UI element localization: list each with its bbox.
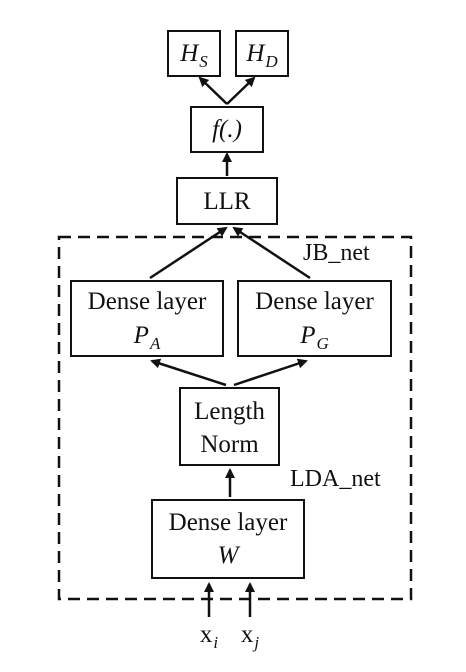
edge-f-to-hd xyxy=(226,76,256,105)
edge-pg-to-llr xyxy=(232,226,311,280)
edge-norm-to-pg xyxy=(233,358,308,387)
node-dense-pg-line2: PG xyxy=(237,322,392,352)
edge-norm-to-pa xyxy=(150,358,227,387)
node-llr-label: LLR xyxy=(203,188,251,215)
node-dense-w-line2: W xyxy=(217,542,239,569)
node-llr xyxy=(176,177,278,225)
node-hd xyxy=(235,30,289,77)
dashed-region-boundary xyxy=(57,235,413,601)
node-dense-pa-main: P xyxy=(133,322,149,349)
node-hs xyxy=(167,30,221,77)
input-xi-sub: i xyxy=(213,633,219,652)
node-length-norm xyxy=(179,387,280,466)
node-hd-label: HD xyxy=(235,40,289,70)
node-length-norm-line1: Length xyxy=(194,398,265,425)
node-dense-w xyxy=(151,499,305,579)
node-dense-pa-line1: Dense layer xyxy=(87,288,207,315)
edge-f-to-hs xyxy=(198,76,228,105)
input-xj-sub: j xyxy=(254,633,260,652)
node-f-label: f(.) xyxy=(212,116,242,143)
node-dense-pg-main: P xyxy=(300,322,316,349)
node-hd-sub: D xyxy=(265,52,278,71)
node-dense-pg-sub: G xyxy=(316,334,329,353)
region-jb-net-label: JB_net xyxy=(303,240,370,266)
node-dense-w-line1: Dense layer xyxy=(168,509,288,536)
node-hs-main: H xyxy=(180,40,199,67)
node-hs-sub: S xyxy=(199,52,208,71)
input-xj-main: x xyxy=(240,621,254,648)
node-dense-pa-line2: PA xyxy=(70,322,224,352)
input-xi-main: x xyxy=(199,621,213,648)
region-lda-net-label: LDA_net xyxy=(290,466,381,492)
node-length-norm-line2: Norm xyxy=(200,431,259,458)
node-dense-pg xyxy=(237,280,392,357)
input-xi: xi xyxy=(189,621,229,651)
node-dense-pa-sub: A xyxy=(149,334,161,353)
node-dense-pa xyxy=(70,280,224,357)
edge-pa-to-llr xyxy=(149,226,228,280)
input-xj: xj xyxy=(230,621,270,651)
node-f xyxy=(190,106,264,153)
node-hd-main: H xyxy=(246,40,265,67)
node-dense-pg-line1: Dense layer xyxy=(255,288,374,315)
node-hs-label: HS xyxy=(167,40,221,70)
